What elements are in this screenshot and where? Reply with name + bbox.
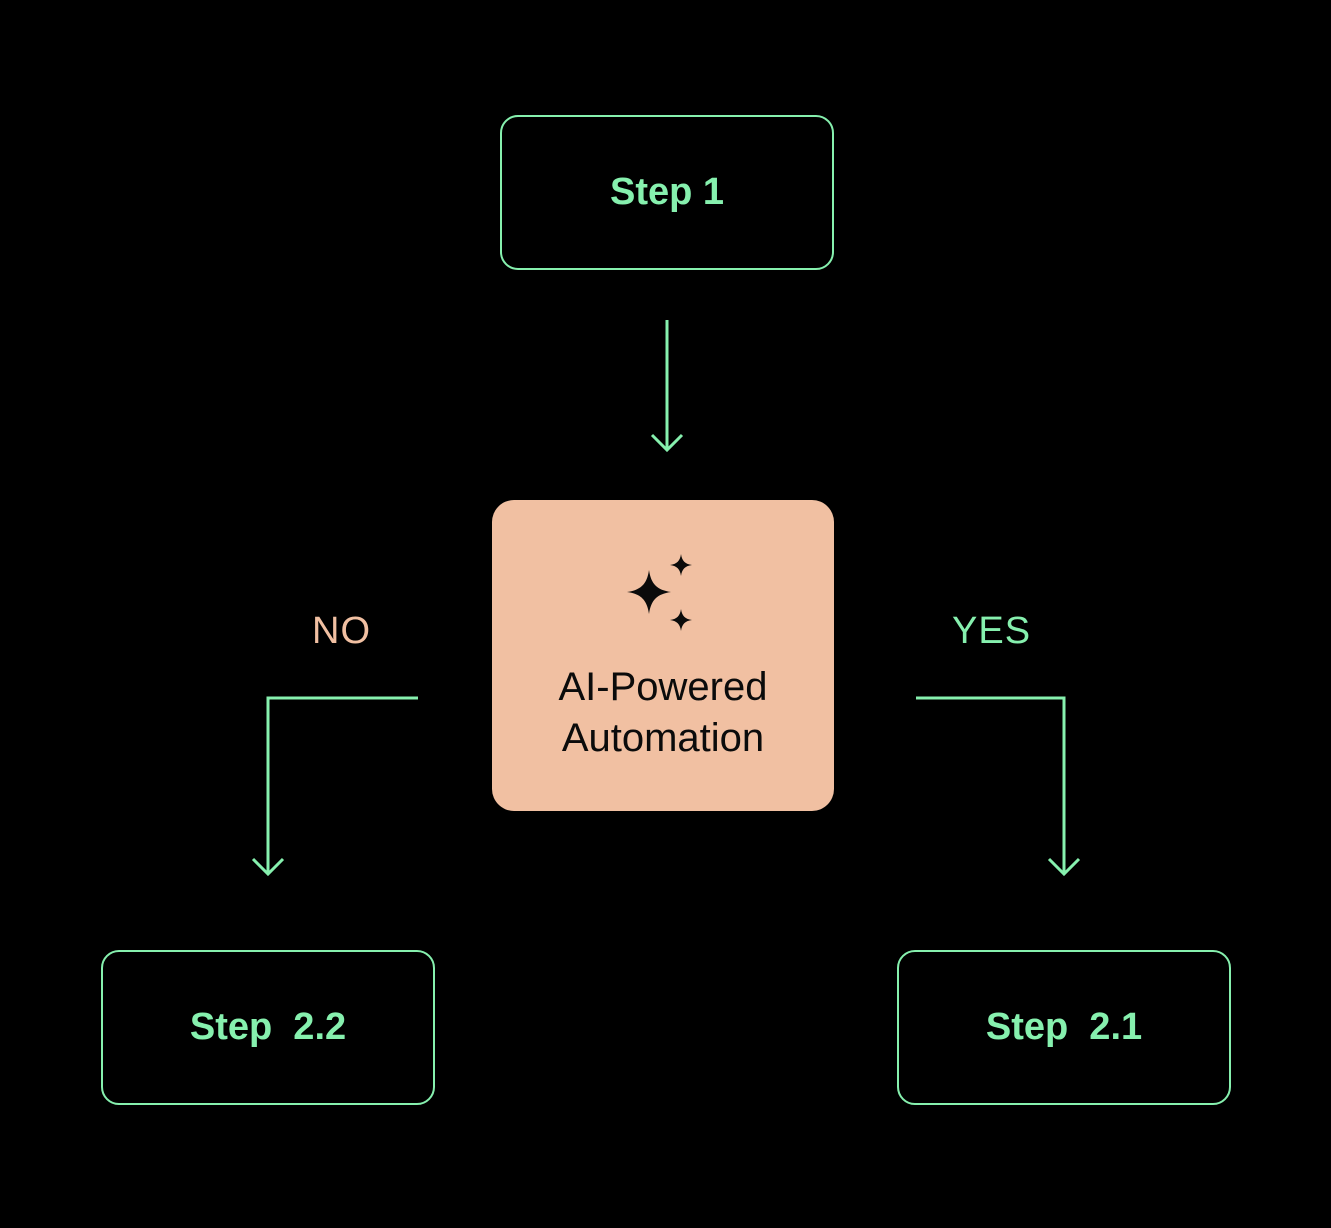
branch-label-yes: YES [952, 610, 1032, 652]
sparkles-icon [627, 553, 692, 631]
step-2-2-node: Step 2.2 [101, 950, 435, 1105]
step-1-label: Step 1 [609, 171, 725, 213]
arrow-step1-to-decision [650, 320, 684, 453]
ai-powered-automation-node: AI-Powered Automation [492, 500, 834, 811]
arrow-yes-to-step-2-1 [916, 696, 1081, 877]
branch-label-no: NO [312, 610, 371, 652]
step-1-node: Step 1 [500, 115, 834, 270]
step-2-1-label: Step 2.1 [985, 1006, 1143, 1048]
ai-powered-automation-label: AI-Powered Automation [558, 664, 768, 760]
step-2-1-node: Step 2.1 [897, 950, 1231, 1105]
step-2-2-label: Step 2.2 [189, 1006, 347, 1048]
arrow-no-to-step-2-2 [251, 696, 418, 877]
